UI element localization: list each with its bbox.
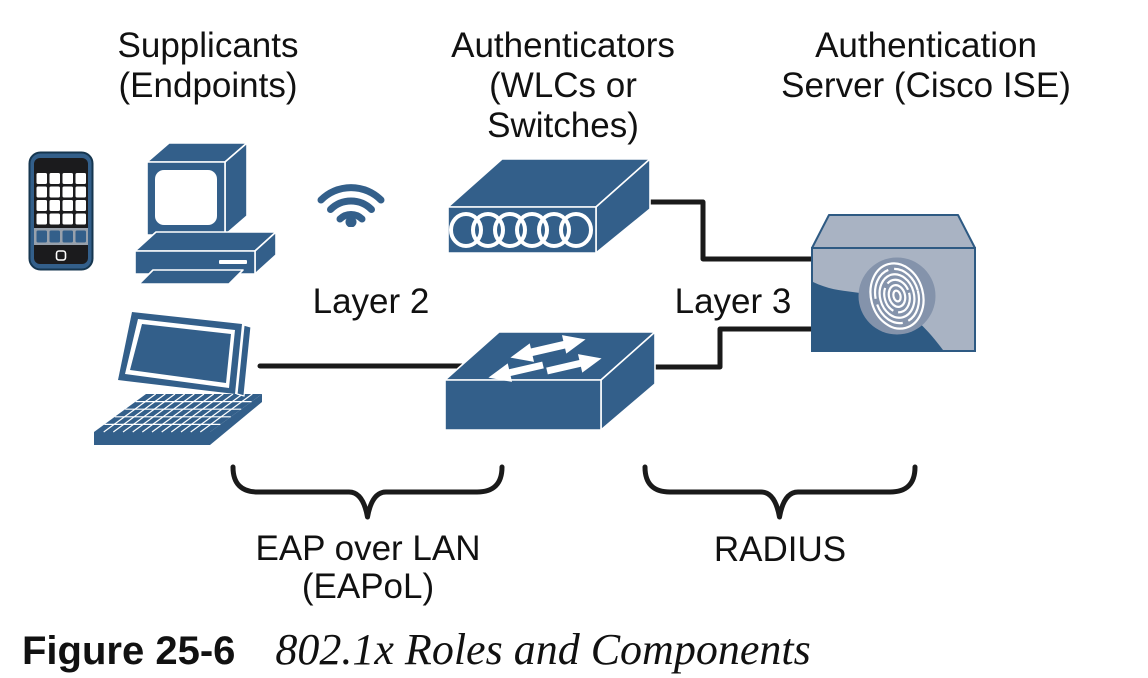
radius-brace [642,464,918,520]
ise-server-icon [811,214,976,352]
figure-number: Figure 25-6 [22,629,236,673]
supplicants-label: Supplicants (Endpoints) [118,26,299,106]
eapol-label: EAP over LAN (EAPoL) [255,530,480,606]
radius-label: RADIUS [713,530,847,569]
authenticators-label-line1: Authenticators [451,26,675,65]
laptop-icon [94,312,262,445]
authenticators-label-line3: Switches) [487,106,639,145]
smartphone-icon [28,151,94,271]
desktop-computer-icon [134,142,277,285]
authenticators-label: Authenticators (WLCs or Switches) [451,26,675,146]
switch-icon [444,331,656,431]
eapol-brace [230,464,505,520]
supplicants-label-line2: (Endpoints) [118,66,298,105]
auth-server-label-line1: Authentication [815,26,1037,65]
supplicants-label-line1: Supplicants [117,26,299,65]
figure-title: 802.1x Roles and Components [275,625,811,674]
eapol-label-line2: (EAPoL) [301,567,435,606]
auth-server-label: Authentication Server (Cisco ISE) [781,26,1071,106]
auth-server-label-line2: Server (Cisco ISE) [781,66,1071,105]
layer2-label: Layer 2 [312,282,430,321]
wireless-lan-controller-icon [447,158,651,254]
wifi-icon [317,184,385,227]
switch-server-link [648,326,819,370]
eapol-label-line1: EAP over LAN [255,529,481,568]
figure-caption: Figure 25-6 802.1x Roles and Components [22,624,811,675]
authenticators-label-line2: (WLCs or [489,66,637,105]
wlc-server-link [645,199,819,262]
layer3-label: Layer 3 [674,282,792,321]
